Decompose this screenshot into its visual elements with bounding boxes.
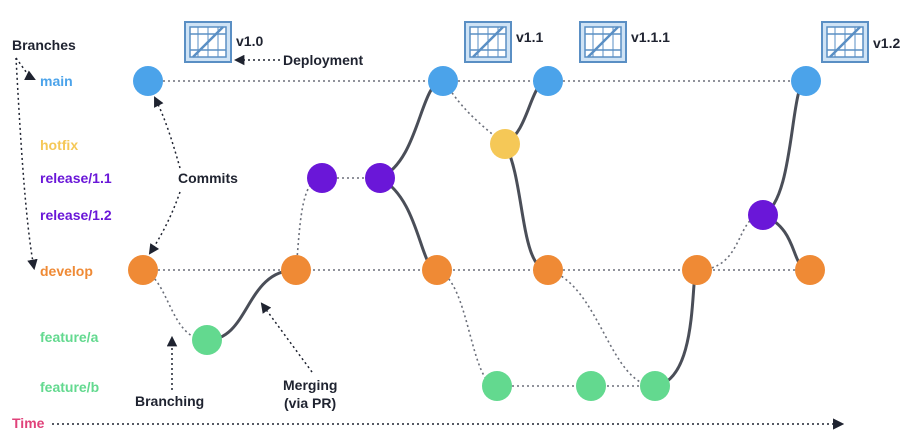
commit-main-2 [428, 66, 458, 96]
commit-develop-1 [128, 255, 158, 285]
merge-release11-develop [378, 176, 439, 272]
branch-develop-to-featureb-2 [547, 269, 656, 387]
release-tag-v111: v1.1.1 [631, 29, 670, 45]
branch-label-release12: release/1.2 [40, 207, 112, 223]
commit-featureb-3 [640, 371, 670, 401]
merge-featureb-develop [653, 268, 699, 388]
branches-heading: Branches [12, 37, 76, 53]
commit-develop-5 [682, 255, 712, 285]
release-crates: v1.0 v1.1 v1.1.1 v1.2 [183, 20, 900, 64]
merge-release11-main [378, 79, 445, 180]
release-tag-v12: v1.2 [873, 35, 900, 51]
merging-annotation-line1: Merging [283, 377, 337, 393]
release-tag-v10: v1.0 [236, 33, 263, 49]
crate-icon-v11 [463, 20, 513, 64]
commit-main-4 [791, 66, 821, 96]
commit-develop-6 [795, 255, 825, 285]
commit-release12-1 [748, 200, 778, 230]
branch-lines [142, 80, 810, 387]
branch-label-develop: develop [40, 263, 93, 279]
commit-hotfix-1 [490, 129, 520, 159]
branch-label-featureb: feature/b [40, 379, 99, 395]
merging-annotation-line2: (via PR) [284, 395, 336, 411]
release-tag-v11: v1.1 [516, 29, 543, 45]
commit-develop-3 [422, 255, 452, 285]
merge-release12-main [761, 79, 808, 217]
commit-develop-2 [281, 255, 311, 285]
branching-annotation: Branching [135, 393, 204, 409]
branch-develop-to-release11 [295, 177, 323, 271]
annotations: Commits Deployment Branching Merging (vi… [135, 52, 363, 411]
deployment-annotation: Deployment [283, 52, 363, 68]
commit-featureb-1 [482, 371, 512, 401]
commit-main-1 [133, 66, 163, 96]
branch-label-release11: release/1.1 [40, 170, 112, 186]
branch-label-hotfix: hotfix [40, 137, 78, 153]
merge-lines [205, 79, 812, 388]
merge-featurea-develop [205, 268, 298, 342]
commits-annotation: Commits [178, 170, 238, 186]
branch-develop-to-featureb [436, 269, 498, 387]
crate-icon-v111 [578, 20, 628, 64]
merge-hotfix-develop [503, 142, 550, 272]
branch-labels: Branches main hotfix release/1.1 release… [12, 37, 112, 431]
commit-develop-4 [533, 255, 563, 285]
crate-icon-v12 [820, 20, 870, 64]
commit-release11-2 [365, 163, 395, 193]
commit-featurea-1 [192, 325, 222, 355]
branches-arrows [15, 57, 38, 271]
commit-featureb-2 [576, 371, 606, 401]
branch-label-featurea: feature/a [40, 329, 99, 345]
branch-label-main: main [40, 73, 73, 89]
commit-main-3 [533, 66, 563, 96]
commit-release11-1 [307, 163, 337, 193]
commits [128, 66, 825, 401]
crate-icon-v10 [183, 20, 233, 64]
time-label: Time [12, 415, 45, 431]
